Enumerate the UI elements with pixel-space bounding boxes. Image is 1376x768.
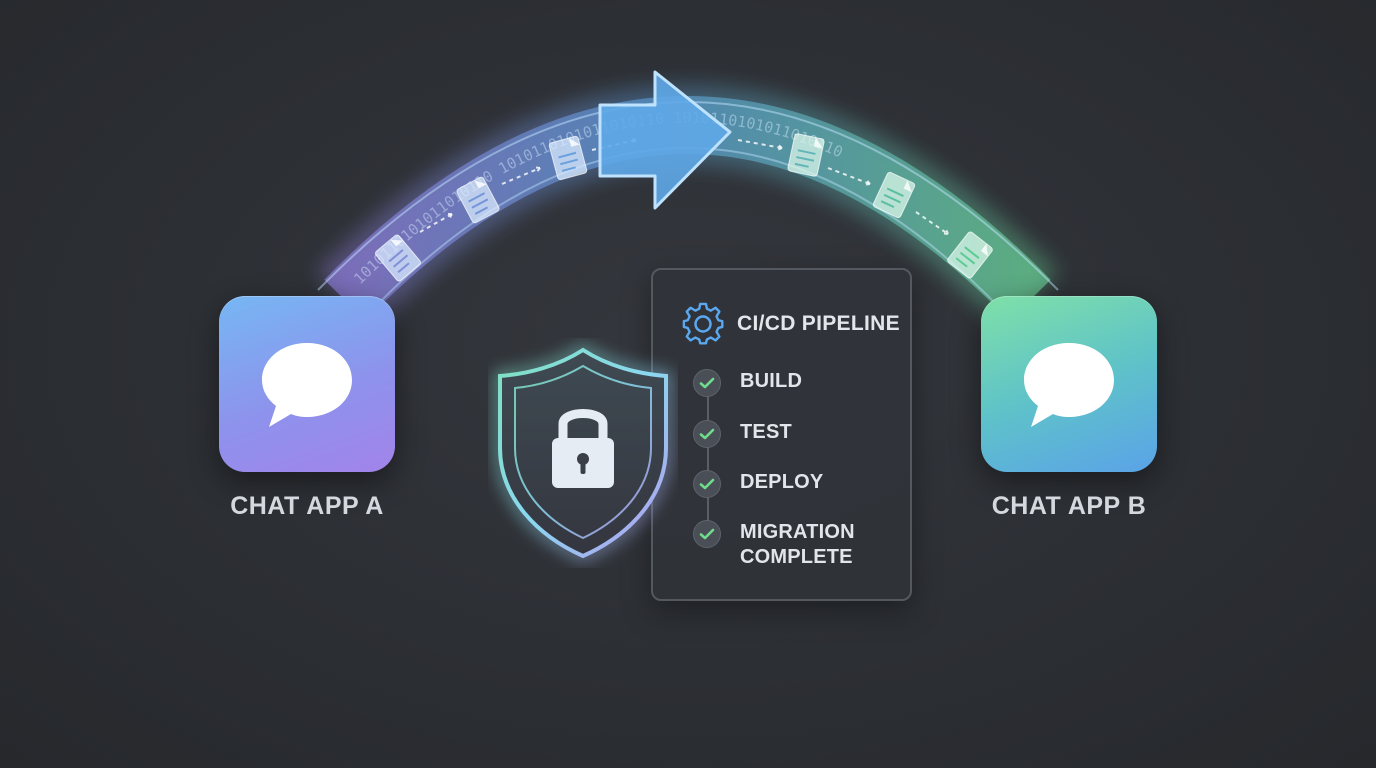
pipeline-title: CI/CD PIPELINE xyxy=(737,312,900,335)
document-icon xyxy=(375,234,421,282)
chat-bubble-icon xyxy=(1024,343,1114,427)
shield-lock-icon xyxy=(495,344,671,562)
pipeline-step-migration-complete: MIGRATION COMPLETE xyxy=(693,520,870,570)
step-label: DEPLOY xyxy=(740,471,824,493)
check-icon xyxy=(693,520,721,548)
pipeline-connector-line xyxy=(707,382,709,534)
document-icon xyxy=(456,176,500,224)
arrow-right-icon xyxy=(598,70,732,210)
step-label: MIGRATION COMPLETE xyxy=(740,521,855,568)
document-icon xyxy=(548,135,588,181)
lock-icon xyxy=(552,409,614,488)
chat-app-a-tile[interactable] xyxy=(219,296,395,472)
step-label: BUILD xyxy=(740,370,803,392)
chat-app-b-label: CHAT APP B xyxy=(991,492,1147,520)
document-icon xyxy=(787,133,825,177)
pipeline-step-test: TEST xyxy=(693,420,870,448)
flow-arrows xyxy=(419,136,949,235)
chat-app-a-label: CHAT APP A xyxy=(230,492,384,520)
chat-app-b-tile[interactable] xyxy=(981,296,1157,472)
check-icon xyxy=(693,420,721,448)
chat-bubble-icon xyxy=(262,343,352,427)
check-icon xyxy=(693,369,721,397)
check-icon xyxy=(693,470,721,498)
document-icon xyxy=(947,231,993,279)
gear-icon xyxy=(682,302,724,345)
step-label: TEST xyxy=(740,421,792,443)
pipeline-panel: CI/CD PIPELINE BUILD TEST DEPLOY MIGRATI… xyxy=(651,268,912,601)
document-icon xyxy=(872,171,916,219)
pipeline-step-build: BUILD xyxy=(693,369,870,397)
pipeline-header: CI/CD PIPELINE xyxy=(681,302,900,346)
pipeline-step-deploy: DEPLOY xyxy=(693,470,870,498)
